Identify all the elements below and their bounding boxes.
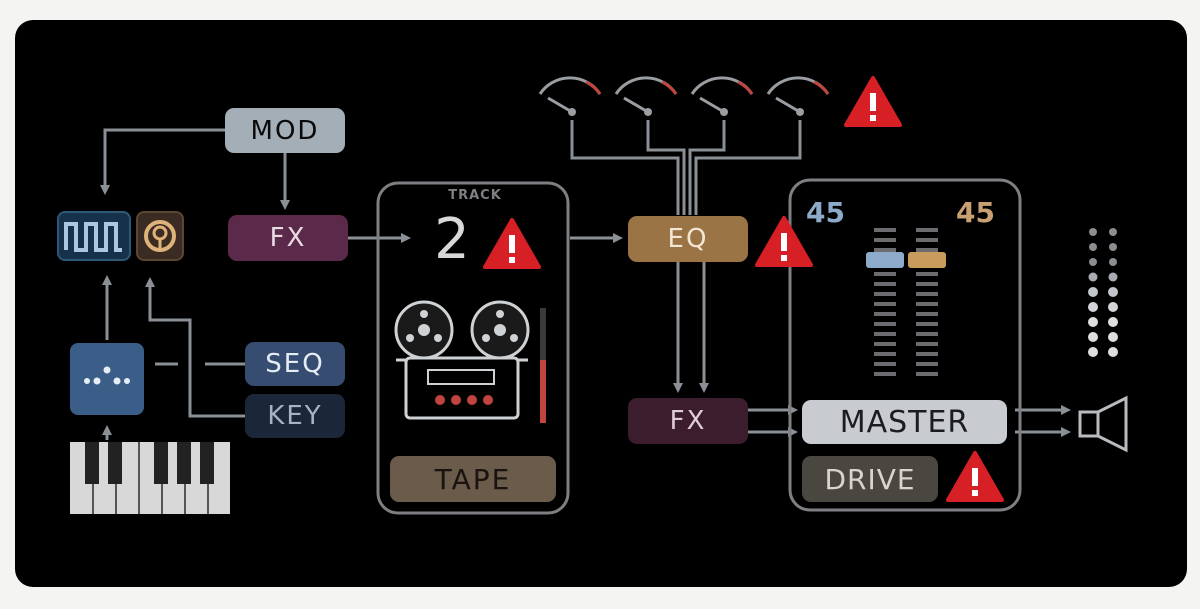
track-caption: TRACK [448, 188, 502, 203]
master-container [788, 178, 1022, 512]
warning-icon [483, 218, 541, 269]
gauge-icon [690, 76, 754, 116]
wire-gauge2 [646, 120, 686, 215]
eq-node[interactable]: EQ [628, 216, 748, 262]
level-right: 45 [956, 196, 995, 229]
square-wave-icon [57, 211, 131, 261]
seq-label: SEQ [265, 349, 325, 379]
wire-gauge3 [688, 120, 726, 215]
level-left: 45 [806, 196, 845, 229]
master-faders [866, 228, 946, 376]
master-label: MASTER [839, 404, 970, 440]
tape-node[interactable]: TAPE [390, 456, 556, 502]
gauge-icon [538, 76, 602, 116]
warning-icon [946, 451, 1004, 502]
speaker-icon [1078, 395, 1128, 453]
wire-gauge1 [570, 120, 680, 215]
warning-icon [755, 216, 813, 267]
key-label: KEY [267, 401, 323, 431]
fx-top-label: FX [269, 223, 307, 253]
fx-bottom-label: FX [669, 406, 707, 436]
mod-label: MOD [250, 115, 320, 146]
mod-node[interactable]: MOD [225, 108, 345, 153]
wire-key-filter [145, 277, 245, 418]
drive-label: DRIVE [824, 462, 916, 496]
fx-top-node[interactable]: FX [228, 215, 348, 261]
gauge-icon [614, 76, 678, 116]
wire-mod-osc [100, 128, 225, 195]
dice-icon [70, 343, 144, 415]
warning-icon [844, 76, 902, 127]
fader-left[interactable] [866, 252, 904, 268]
track-container [376, 181, 570, 515]
tape-level-fill [540, 360, 546, 423]
level-meter-icon [1088, 228, 1118, 357]
filter-knob-icon [136, 211, 184, 261]
eq-label: EQ [667, 224, 709, 254]
tape-reel-icon [394, 300, 530, 420]
drive-node[interactable]: DRIVE [802, 456, 938, 502]
key-node[interactable]: KEY [245, 394, 345, 438]
master-node[interactable]: MASTER [802, 400, 1007, 444]
fx-bottom-node[interactable]: FX [628, 398, 748, 444]
keyboard-icon [70, 442, 230, 514]
seq-node[interactable]: SEQ [245, 342, 345, 386]
tape-label: TAPE [434, 462, 512, 496]
track-number: 2 [434, 207, 470, 272]
gauge-icon [766, 76, 830, 116]
fader-right[interactable] [908, 252, 946, 268]
wire-gauge4 [694, 120, 802, 215]
